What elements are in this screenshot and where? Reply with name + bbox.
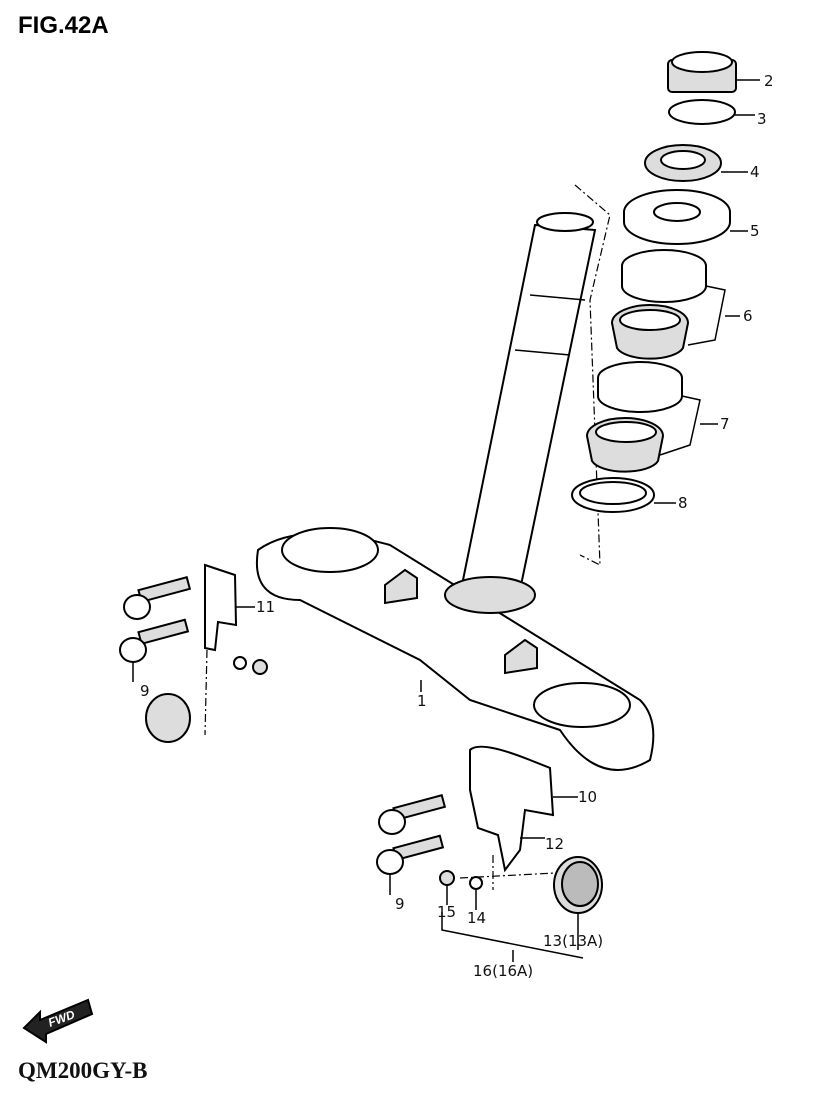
callout-7: 7 — [720, 415, 730, 433]
leader-lines — [132, 79, 760, 962]
callout-14: 14 — [467, 909, 486, 927]
part-9-bolt-upper — [119, 576, 192, 663]
part-8-seal-ring — [571, 477, 655, 513]
part-11-bracket — [204, 563, 238, 652]
nut-left — [252, 659, 268, 675]
part-15-nut — [439, 870, 455, 886]
part-7-lower-bearing — [585, 361, 683, 473]
callout-5: 5 — [750, 222, 760, 240]
fwd-arrow-icon: FWD — [22, 998, 94, 1044]
callout-8: 8 — [678, 494, 688, 512]
callout-6: 6 — [743, 307, 753, 325]
part-14-washer — [469, 876, 483, 890]
part-2-nut — [667, 51, 737, 93]
part-5-dust-seal — [623, 189, 731, 245]
callout-2: 2 — [764, 72, 774, 90]
part-9-bolt-lower — [376, 794, 447, 875]
callout-1: 1 — [417, 692, 427, 710]
figure-title: FIG.42A — [18, 12, 109, 39]
part-13-reflector-left — [145, 693, 191, 743]
callout-11: 11 — [256, 598, 275, 616]
washer-left — [233, 656, 247, 670]
callout-16: 16(16A) — [473, 962, 533, 980]
callout-9-lower: 9 — [395, 895, 405, 913]
part-1-steering-stem — [255, 212, 655, 771]
part-13-reflector — [553, 856, 603, 914]
callout-13: 13(13A) — [543, 932, 603, 950]
assembly-guide-line — [574, 184, 611, 566]
callout-15: 15 — [437, 903, 456, 921]
model-code: QM200GY-B — [18, 1058, 148, 1083]
callout-12: 12 — [545, 835, 564, 853]
callout-10: 10 — [578, 788, 597, 806]
part-6-upper-bearing — [610, 249, 707, 360]
part-10-bracket — [469, 745, 555, 873]
guide-lines-lower — [204, 649, 556, 890]
callout-4: 4 — [750, 163, 760, 181]
part-4-lock-nut — [644, 144, 722, 182]
callout-9-upper: 9 — [140, 682, 150, 700]
part-3-washer — [668, 99, 736, 125]
callout-3: 3 — [757, 110, 767, 128]
